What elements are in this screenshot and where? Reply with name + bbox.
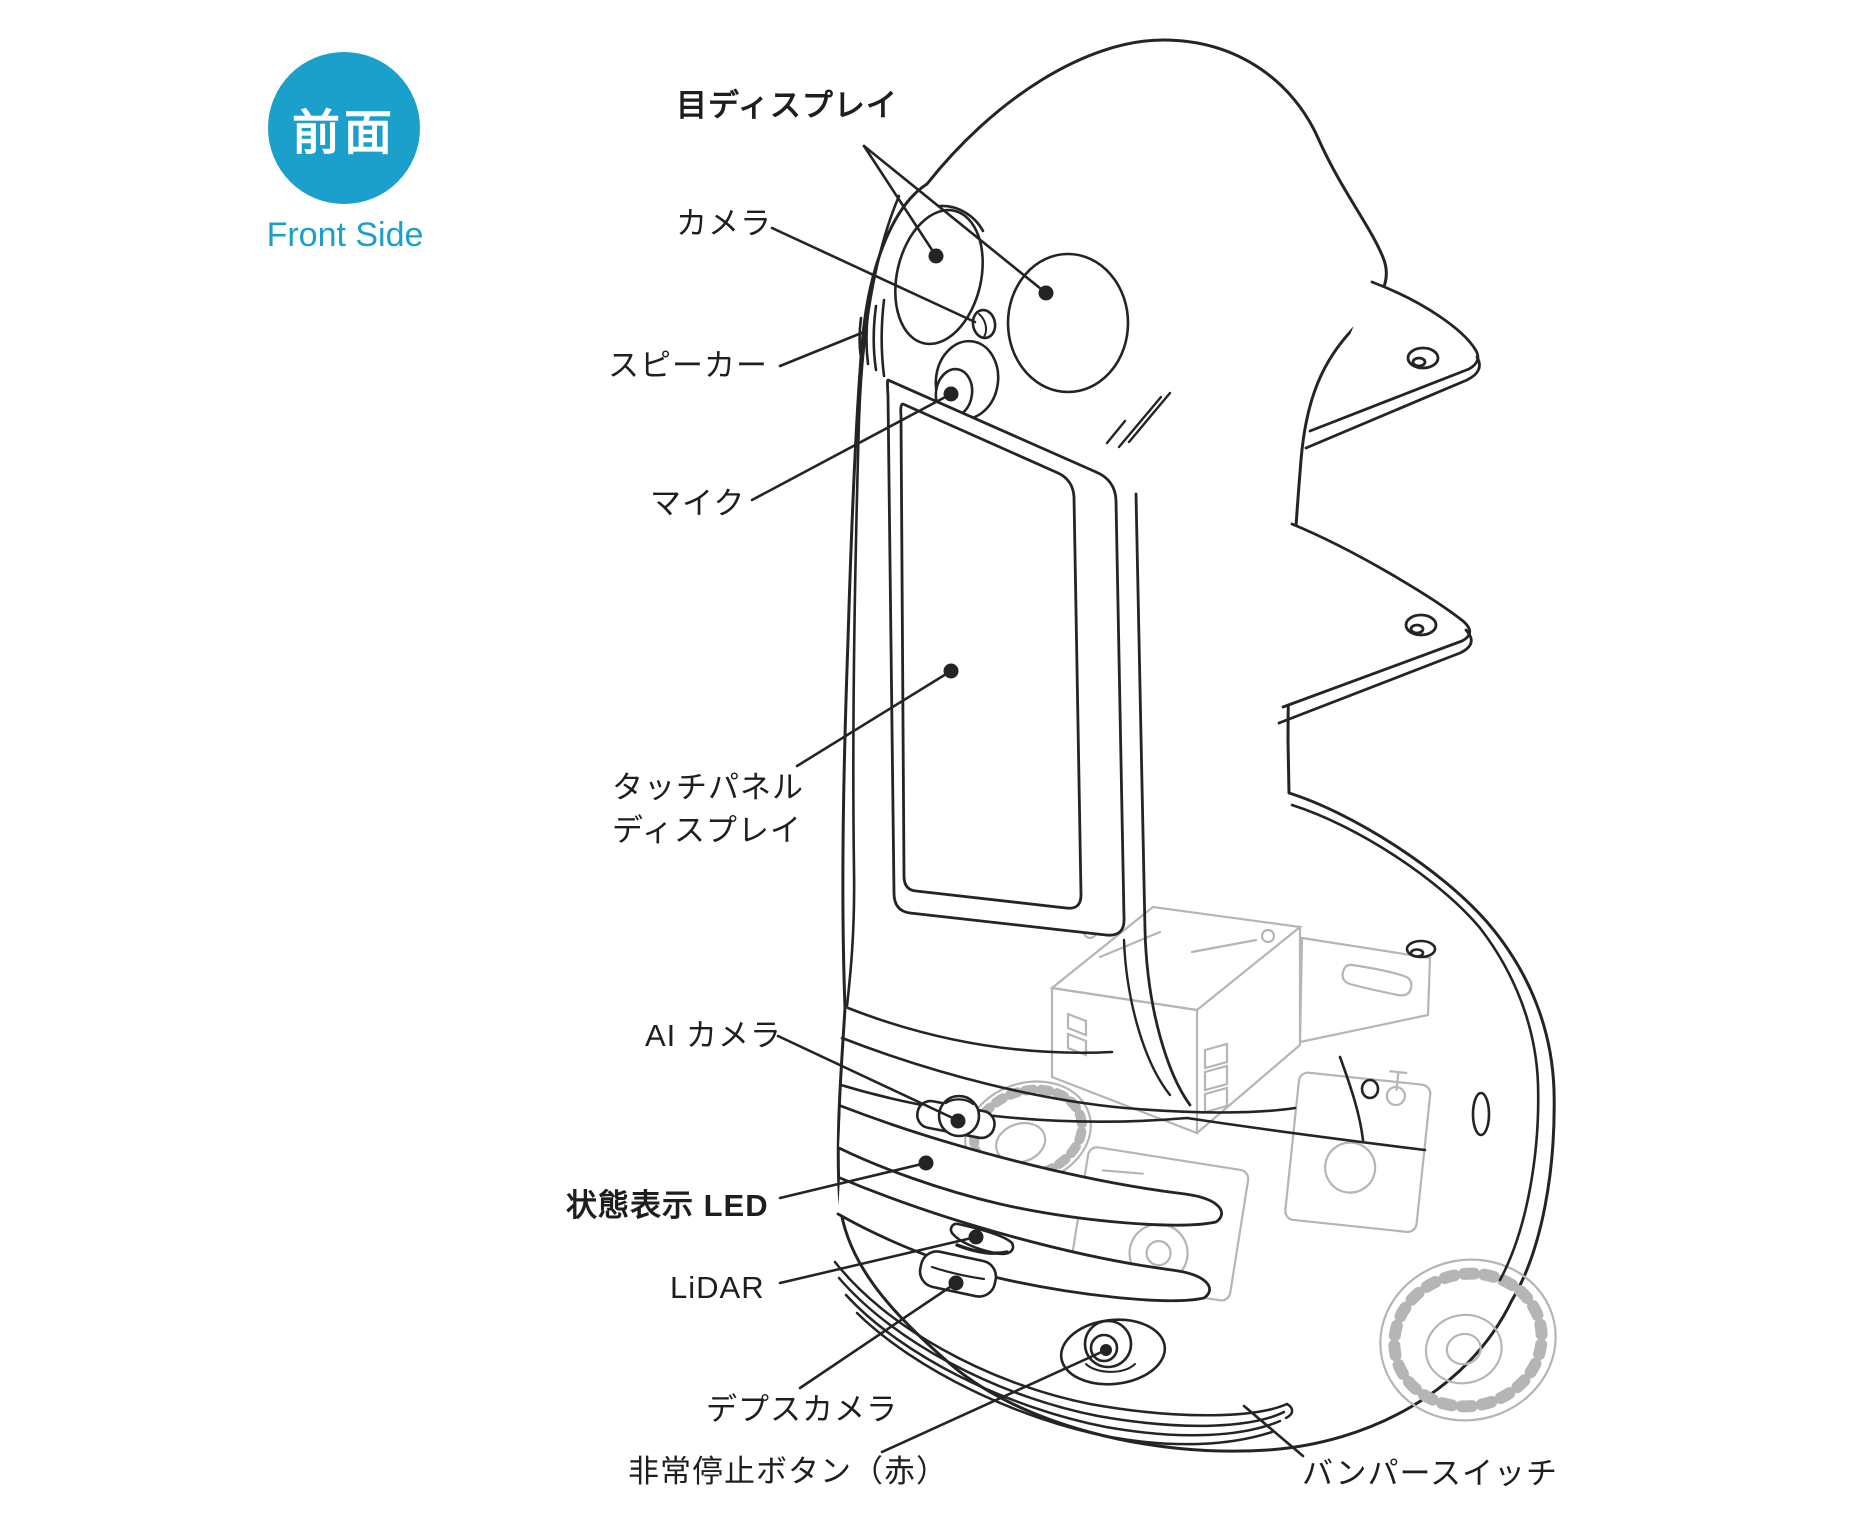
base-rim-inner-right — [1290, 803, 1540, 1282]
base-front-bolt — [1360, 1078, 1380, 1100]
callout-depth-camera — [798, 1275, 964, 1390]
status-led-strip — [837, 1104, 1223, 1227]
callout-dot-eye-left — [928, 248, 944, 264]
label-touch-panel-line1: タッチパネル — [612, 770, 804, 805]
callout-eye-display — [862, 144, 1054, 301]
base-shoulder-left — [840, 1036, 1297, 1114]
callout-dot-status-led — [918, 1155, 934, 1171]
eye-display-right — [1006, 252, 1130, 394]
speaker-grille — [858, 298, 886, 378]
callout-dot-microphone — [943, 386, 959, 402]
callout-emergency-stop — [880, 1344, 1112, 1454]
label-emergency-stop: 非常停止ボタン（赤） — [628, 1454, 948, 1489]
callout-bumper-switch — [1242, 1404, 1305, 1458]
touch-panel — [886, 378, 1192, 1107]
camera-lens — [971, 308, 997, 340]
callout-dot-emergency-stop — [1100, 1344, 1112, 1356]
label-lidar: LiDAR — [670, 1270, 765, 1305]
callout-lines — [750, 144, 1305, 1458]
eyebrow-arc — [938, 204, 985, 233]
callout-speaker — [778, 330, 866, 368]
label-status-led: 状態表示 LED — [566, 1188, 769, 1223]
label-bumper-switch: バンパースイッチ — [1302, 1456, 1558, 1491]
callout-dot-depth-camera — [948, 1275, 964, 1291]
badge-label-en: Front Side — [266, 216, 424, 254]
depth-camera-unit — [918, 1250, 998, 1298]
label-microphone: マイク — [650, 486, 746, 521]
label-touch-panel: タッチパネル ディスプレイ — [612, 766, 804, 853]
label-depth-camera: デプスカメラ — [706, 1392, 898, 1427]
base-side-tab — [1471, 1091, 1491, 1137]
tray-top — [1304, 280, 1481, 450]
eye-display-left — [894, 208, 984, 346]
label-camera: カメラ — [676, 206, 772, 241]
callout-camera — [770, 226, 977, 324]
callout-ai-camera — [776, 1034, 966, 1129]
bumper — [833, 1260, 1294, 1446]
motor-right — [1284, 1070, 1432, 1234]
callout-lidar — [778, 1229, 984, 1285]
faceplate-edge — [845, 194, 901, 1008]
base-rim-left — [846, 1006, 1114, 1055]
label-speaker: スピーカー — [608, 348, 768, 383]
panel-edge-extension — [1122, 938, 1172, 1097]
callout-touch-panel — [795, 663, 959, 768]
wheel-right — [1379, 1258, 1557, 1422]
robot-body — [836, 38, 1556, 1453]
callout-dot-lidar — [968, 1229, 984, 1245]
base-seam-right — [1338, 1055, 1365, 1142]
badge-label-jp: 前面 — [291, 107, 396, 160]
label-ai-camera: AI カメラ — [645, 1018, 782, 1053]
body-outline — [836, 38, 1556, 1453]
battery-pack — [1049, 905, 1432, 1135]
internal-components — [964, 905, 1557, 1422]
body-crease-right — [1134, 492, 1192, 1107]
trays — [1277, 280, 1481, 725]
callout-dot-eye-right — [1038, 285, 1054, 301]
gloss-slashes — [1105, 391, 1172, 449]
callout-status-led — [778, 1155, 934, 1200]
label-touch-panel-line2: ディスプレイ — [612, 813, 802, 849]
tray-middle — [1277, 522, 1473, 725]
callout-dot-ai-camera — [950, 1113, 966, 1129]
front-side-badge: 前面 — [268, 52, 420, 204]
touch-panel-screen — [899, 402, 1083, 910]
label-eye-display: 目ディスプレイ — [676, 88, 898, 123]
callout-microphone — [750, 386, 959, 502]
callout-dot-touch-panel — [943, 663, 959, 679]
